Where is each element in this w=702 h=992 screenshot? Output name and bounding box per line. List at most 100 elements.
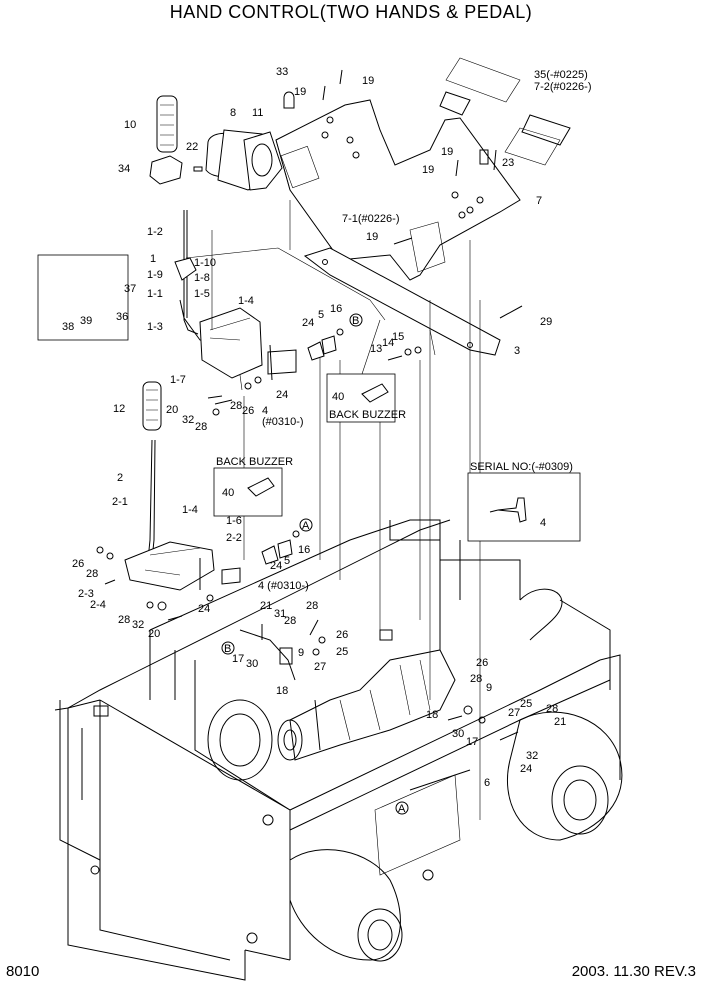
label: 27 — [508, 707, 520, 719]
label: 34 — [118, 163, 130, 175]
label: 23 — [502, 157, 514, 169]
label: 3 — [514, 345, 520, 357]
label: 31 — [274, 608, 286, 620]
box-label: BACK BUZZER — [216, 456, 293, 468]
label: 24 — [198, 603, 210, 615]
label: 19 — [441, 146, 453, 158]
label: 28 — [86, 568, 98, 580]
label: 10 — [124, 119, 136, 131]
back-buzzer-box-1 — [326, 373, 396, 423]
label: 26 — [336, 629, 348, 641]
box-label: BACK BUZZER — [329, 409, 406, 421]
right-lever-assembly — [124, 381, 241, 591]
back-buzzer-box-2 — [213, 467, 283, 517]
back-buzzer-part — [247, 383, 527, 523]
label: 26 — [242, 405, 254, 417]
label: 5 — [284, 555, 290, 567]
lower-bracket — [303, 247, 501, 356]
label: 4 — [540, 517, 546, 529]
label: 2-1 — [112, 496, 128, 508]
label: 26 — [476, 657, 488, 669]
label: 1-4 — [182, 504, 198, 516]
label: 29 — [540, 316, 552, 328]
label: 22 — [186, 141, 198, 153]
label: 7-1(#0226-) — [342, 213, 399, 225]
hydraulic-pump — [277, 649, 456, 761]
label: 1-3 — [147, 321, 163, 333]
label: 1-4 — [238, 295, 254, 307]
label: 35(-#0225) — [534, 69, 588, 81]
label: (#0310-) — [262, 416, 304, 428]
label: 27 — [314, 661, 326, 673]
label: B — [352, 315, 359, 327]
label: 1 — [150, 253, 156, 265]
label: 25 — [336, 646, 348, 658]
label: 18 — [276, 685, 288, 697]
circled-markers — [221, 313, 409, 815]
joystick-upper — [149, 91, 295, 191]
label: 4 (#0310-) — [258, 580, 309, 592]
label: 9 — [486, 682, 492, 694]
label: 7 — [536, 195, 542, 207]
label: 8 — [230, 107, 236, 119]
label: 1-5 — [194, 288, 210, 300]
label: 32 — [182, 414, 194, 426]
label: 20 — [148, 628, 160, 640]
label: 19 — [366, 231, 378, 243]
label: B — [224, 643, 231, 655]
label: 24 — [270, 560, 282, 572]
label: 1-7 — [170, 374, 186, 386]
label: 18 — [426, 709, 438, 721]
label: 17 — [232, 653, 244, 665]
label: 4 — [262, 405, 268, 417]
label: 20 — [166, 404, 178, 416]
label: 38 — [62, 321, 74, 333]
label: 1-8 — [194, 272, 210, 284]
label: 25 — [520, 698, 532, 710]
label: 24 — [302, 317, 314, 329]
label: 16 — [330, 303, 342, 315]
upper-bracket-plate — [275, 99, 521, 281]
label: 33 — [276, 66, 288, 78]
label: 9 — [298, 647, 304, 659]
revision-date: 2003. 11.30 REV.3 — [571, 963, 696, 980]
label: 28 — [230, 400, 242, 412]
label: 1-2 — [147, 226, 163, 238]
label: 28 — [195, 421, 207, 433]
detail-box-clamp — [37, 254, 129, 341]
label: 1-9 — [147, 269, 163, 281]
label: 6 — [484, 777, 490, 789]
label: 32 — [132, 619, 144, 631]
label: 40 — [222, 487, 234, 499]
label: 7-2(#0226-) — [534, 81, 591, 93]
label: 40 — [332, 391, 344, 403]
label: 13 — [370, 343, 382, 355]
label: 2-3 — [78, 588, 94, 600]
part-labels: 33 19 19 35(-#0225) 7-2(#0226-) 10 8 11 … — [62, 66, 591, 815]
label: 2-2 — [226, 532, 242, 544]
label: 19 — [294, 86, 306, 98]
label: 19 — [422, 164, 434, 176]
label: 5 — [318, 309, 324, 321]
label: 17 — [466, 736, 478, 748]
label: 28 — [546, 703, 558, 715]
label: 2 — [117, 472, 123, 484]
label: 30 — [452, 728, 464, 740]
label: 26 — [72, 558, 84, 570]
label: 15 — [392, 331, 404, 343]
label: 1-6 — [226, 515, 242, 527]
label: 21 — [260, 600, 272, 612]
label: 24 — [520, 763, 532, 775]
label: 19 — [362, 75, 374, 87]
box-label: SERIAL NO:(-#0309) — [470, 461, 573, 473]
pads — [439, 57, 571, 166]
label: 36 — [116, 311, 128, 323]
left-lever-assembly — [174, 210, 297, 391]
label: 14 — [382, 337, 394, 349]
label: 12 — [113, 403, 125, 415]
label: 24 — [276, 389, 288, 401]
label: 11 — [252, 107, 263, 119]
label: 37 — [124, 283, 136, 295]
label: 16 — [298, 544, 310, 556]
